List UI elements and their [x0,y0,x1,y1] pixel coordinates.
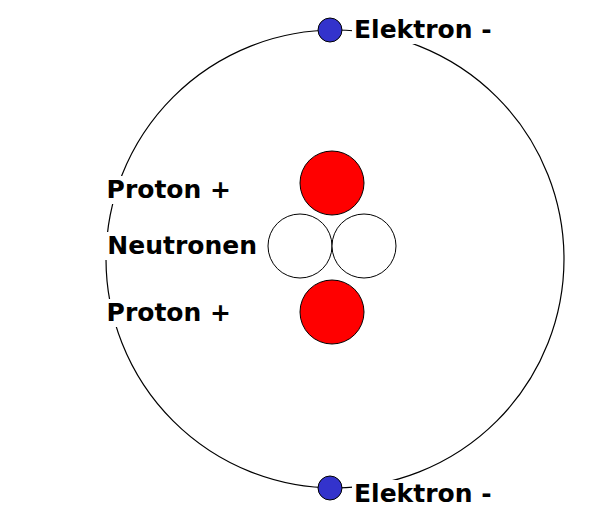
neutron-sphere [268,214,332,278]
electron-label: Elektron - [352,480,494,508]
electron-label: Elektron - [352,16,494,44]
neutron-sphere [332,214,396,278]
electron-dot [318,18,342,42]
neutron-label: Neutronen [105,232,259,260]
proton-sphere [300,151,364,215]
proton-label: Proton + [105,176,233,204]
proton-label: Proton + [105,299,233,327]
proton-sphere [300,280,364,344]
electron-dot [318,476,342,500]
electron-orbit [106,30,564,488]
